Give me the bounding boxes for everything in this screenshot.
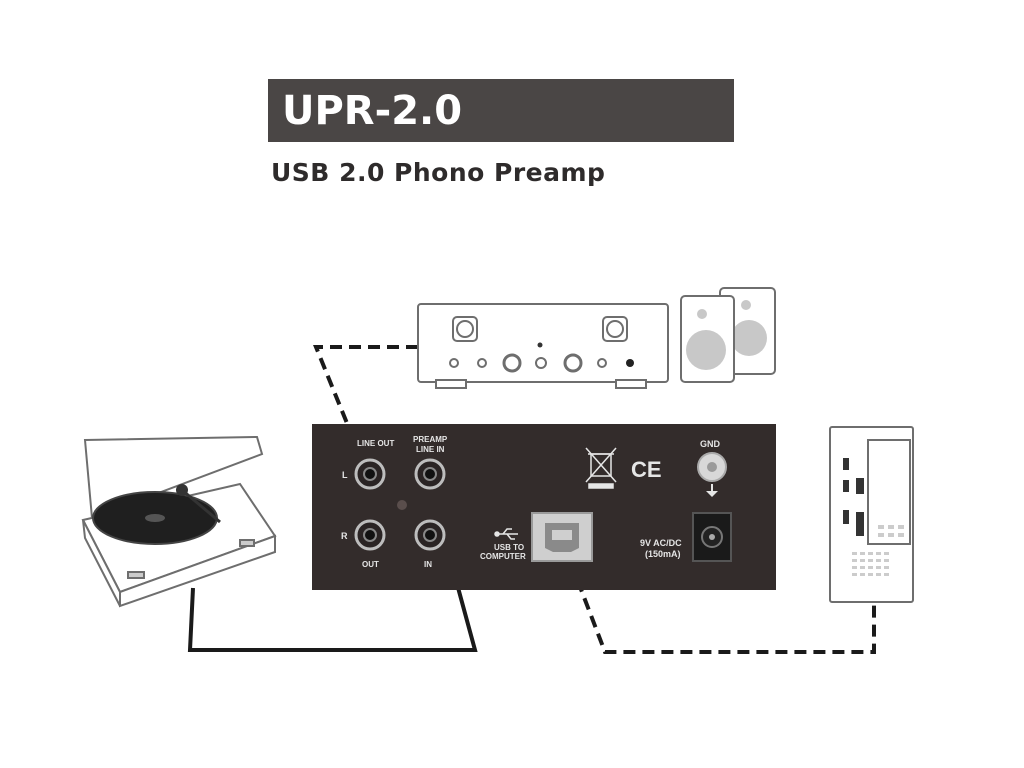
amplifier-icon	[417, 303, 669, 389]
ground-icon	[697, 452, 727, 497]
usb-to-label: USB TO	[494, 543, 524, 552]
computer-label: COMPUTER	[480, 552, 526, 561]
weee-bin-icon	[585, 447, 617, 489]
line-in-label: LINE IN	[416, 445, 445, 454]
power-rating-label: 9V AC/DC	[640, 538, 682, 548]
left-channel-label: L	[342, 470, 348, 480]
line-out-label: LINE OUT	[357, 439, 394, 448]
rca-jacks	[354, 458, 446, 551]
usb-b-port	[531, 512, 593, 562]
page-subtitle: USB 2.0 Phono Preamp	[271, 158, 606, 187]
speakers-icon	[680, 287, 776, 383]
gnd-label: GND	[700, 439, 721, 449]
usb-symbol-icon	[494, 528, 518, 540]
in-label: IN	[424, 560, 432, 569]
dc-power-jack	[692, 512, 732, 562]
preamp-label: PREAMP	[413, 435, 448, 444]
ce-mark: CE	[631, 457, 662, 482]
usb-cable	[562, 544, 876, 654]
preamp-rear-panel: LINE OUT PREAMP LINE IN L R OUT IN USB T…	[312, 424, 776, 590]
out-label: OUT	[362, 560, 379, 569]
computer-tower-icon	[829, 426, 914, 603]
power-current-label: (150mA)	[645, 549, 681, 559]
title-bar: UPR-2.0	[268, 79, 734, 142]
right-channel-label: R	[341, 531, 348, 541]
page-title: UPR-2.0	[282, 87, 463, 134]
turntable-icon	[81, 435, 277, 608]
